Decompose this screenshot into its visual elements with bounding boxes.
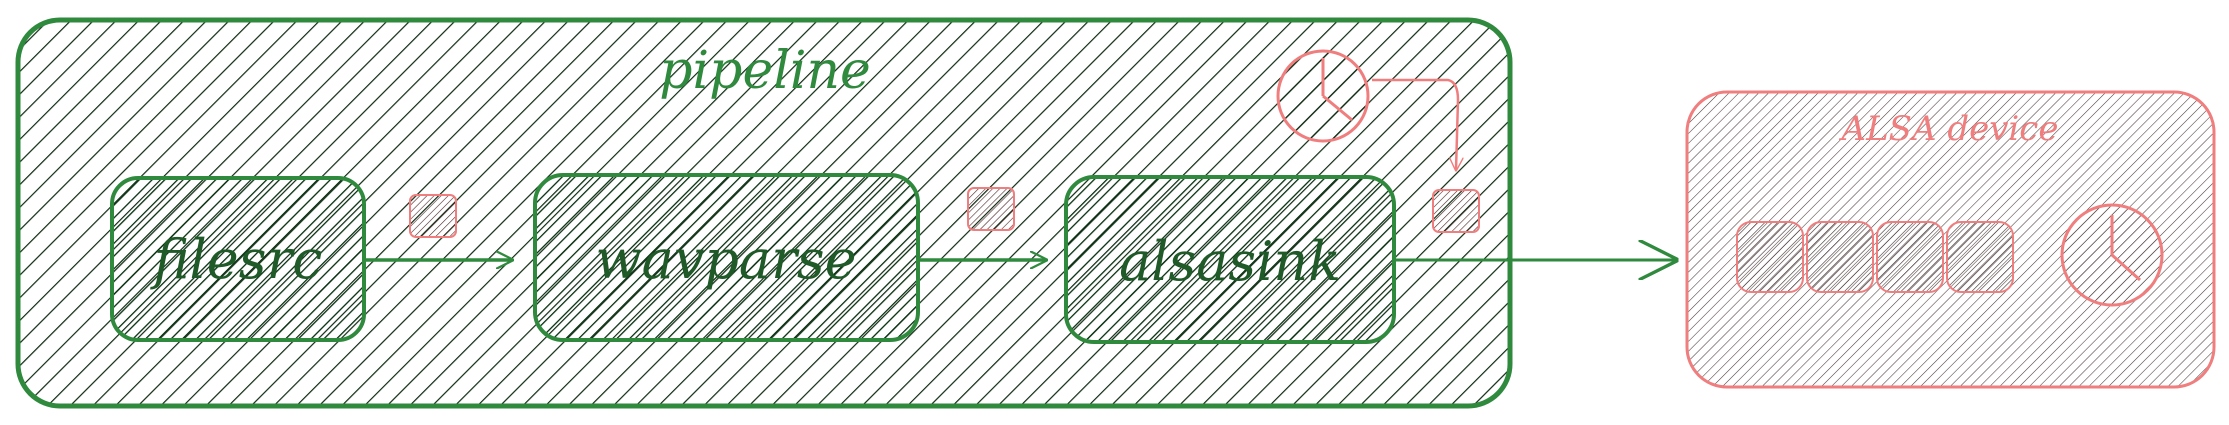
device-buffer-queue — [1736, 221, 2014, 293]
buffer-packet — [967, 187, 1015, 231]
element-wavparse-label: wavparse — [595, 228, 856, 291]
pipeline-title: pipeline — [659, 41, 871, 101]
buffer-packet — [409, 194, 457, 238]
device-buffer-slot — [1806, 221, 1874, 293]
element-wavparse: wavparse — [533, 173, 920, 342]
clock-sync-arrow — [1372, 78, 1458, 170]
pipeline-clock-icon — [1276, 49, 1370, 143]
element-filesrc-label: filesrc — [149, 228, 322, 291]
element-alsasink-label: alsasink — [1119, 230, 1341, 293]
device-buffer-slot — [1736, 221, 1804, 293]
element-filesrc: filesrc — [110, 176, 366, 342]
alsa-device-title: ALSA device — [1839, 109, 2059, 149]
buffer-packet — [1432, 189, 1480, 233]
device-clock-icon — [2060, 203, 2164, 307]
device-buffer-slot — [1876, 221, 1944, 293]
alsa-device: ALSA device — [1685, 90, 2216, 389]
element-alsasink: alsasink — [1064, 175, 1396, 344]
device-buffer-slot — [1946, 221, 2014, 293]
